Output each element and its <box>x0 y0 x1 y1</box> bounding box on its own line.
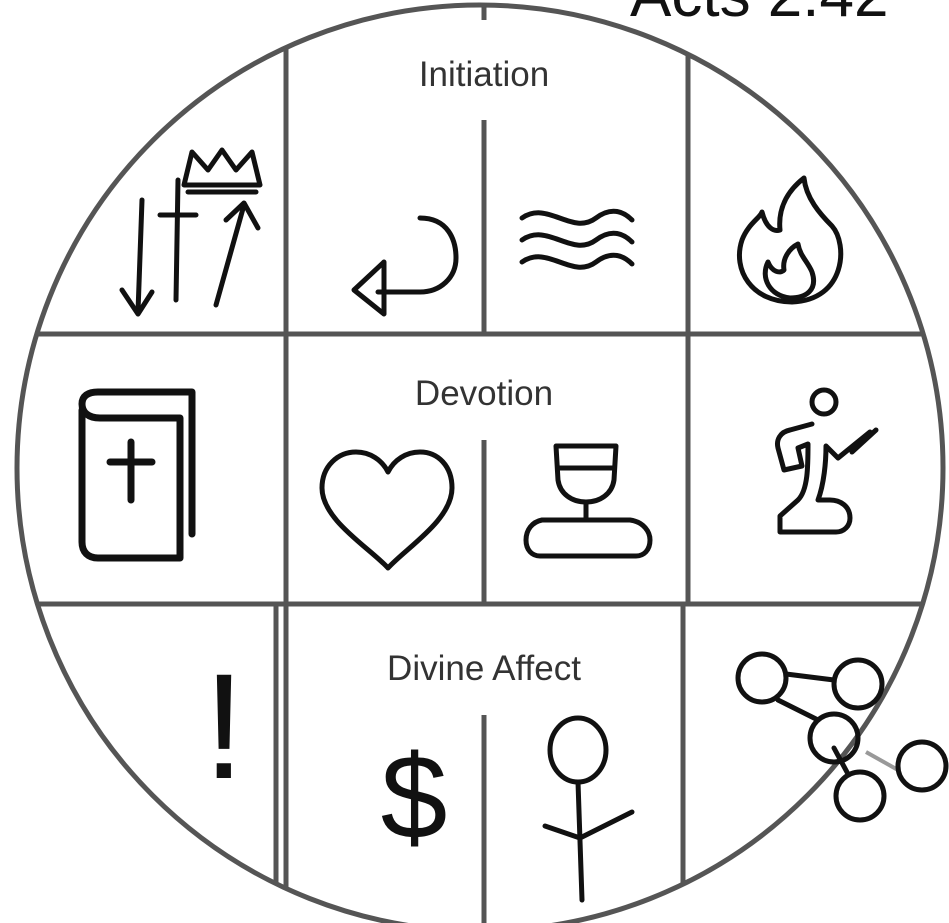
praying-person-icon <box>775 387 879 535</box>
return-arrow-icon <box>351 215 459 317</box>
stick-figure-icon <box>542 715 635 903</box>
dollar-icon: $ <box>381 730 448 864</box>
repentance-arrows-icon <box>119 147 263 317</box>
outer-circle <box>14 2 946 923</box>
heart-icon <box>319 449 455 571</box>
section-label-initiation: Initiation <box>419 55 549 94</box>
section-label-divine-affect: Divine Affect <box>387 649 581 688</box>
holy-spirit-fire-icon <box>736 175 844 305</box>
water-waves-icon <box>519 208 635 270</box>
diagram-title: Acts 2:42 <box>630 0 888 30</box>
network-nodes-icon <box>735 651 949 823</box>
exclamation-icon: ! <box>203 642 245 810</box>
section-label-devotion: Devotion <box>415 374 553 413</box>
communion-cup-bread-icon <box>523 443 653 559</box>
bible-icon <box>78 388 196 562</box>
